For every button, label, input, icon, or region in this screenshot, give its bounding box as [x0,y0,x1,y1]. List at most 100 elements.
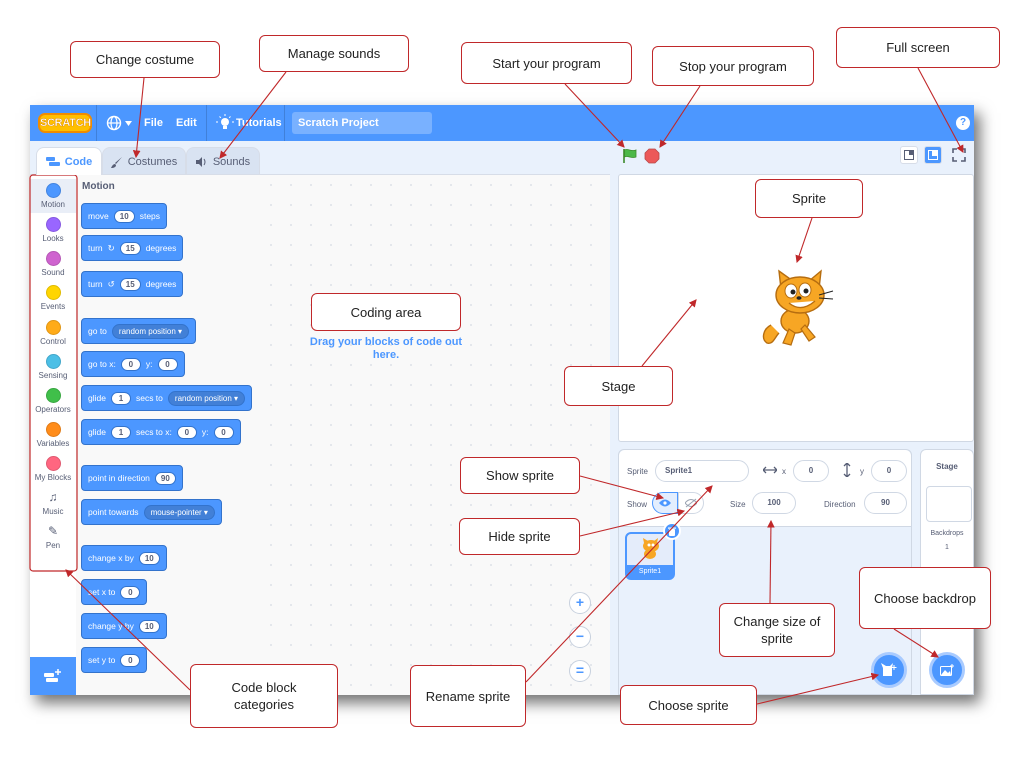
block-input[interactable]: 15 [119,277,141,291]
block-input[interactable]: 10 [138,551,160,565]
fullscreen-button[interactable] [950,146,968,164]
stage-pane-title: Stage [936,462,958,471]
backdrop-thumbnail[interactable] [926,486,972,522]
category-looks[interactable]: Looks [30,213,76,247]
choose-sprite-button[interactable] [871,652,907,688]
category-music[interactable]: ♫Music [30,486,76,520]
callout-full-screen: Full screen [836,27,1000,68]
block-input[interactable]: 0 [120,585,141,599]
category-color-dot [45,456,61,471]
blocks-list: Motion move 10 steps turn ↻ 15 degrees t… [76,175,261,695]
code-area[interactable]: + − = [261,174,610,695]
category-color-dot [45,320,61,335]
block-input[interactable]: 10 [113,209,135,223]
pen-icon: ✎ [47,524,59,538]
category-pen[interactable]: ✎Pen [30,520,76,554]
block-change-y[interactable]: change y by 10 [81,613,167,639]
brush-icon [110,156,122,168]
tab-code[interactable]: Code [36,147,102,175]
tab-sounds[interactable]: Sounds [186,147,260,175]
category-operators[interactable]: Operators [30,384,76,418]
callout-start-program: Start your program [461,42,632,84]
block-glide-xy[interactable]: glide 1 secs to x: 0 y: 0 [81,419,241,445]
block-turn-right[interactable]: turn ↻ 15 degrees [81,235,184,261]
block-go-to-xy[interactable]: go to x: 0 y: 0 [81,351,185,377]
block-set-x[interactable]: set x to 0 [81,579,148,605]
y-label: y [860,467,864,476]
block-text: secs to [135,393,163,403]
block-input[interactable]: 0 [213,425,234,439]
block-input[interactable]: 0 [176,425,197,439]
y-input[interactable]: 0 [871,460,907,482]
sprite-name-input[interactable]: Sprite1 [655,460,749,482]
block-text: go to x: [88,359,116,369]
zoom-out-button[interactable]: − [569,626,591,648]
sprite-info-panel: Sprite Sprite1 x 0 y 0 Show Size 100 Dir… [619,450,911,527]
block-glide-to[interactable]: glide 1 secs to random position ▾ [81,385,253,411]
project-title-input[interactable]: Scratch Project [292,112,432,134]
stop-icon[interactable] [644,148,660,164]
zoom-in-button[interactable]: + [569,592,591,614]
block-input[interactable]: 1 [110,391,131,405]
block-move-steps[interactable]: move 10 steps [81,203,168,229]
category-sound[interactable]: Sound [30,247,76,281]
menu-edit[interactable]: Edit [176,117,197,129]
category-color-dot [45,251,61,266]
normal-stage-button[interactable] [924,146,942,164]
block-dropdown[interactable]: mouse-pointer ▾ [143,504,215,520]
menu-file[interactable]: File [144,117,163,129]
callout-sprite: Sprite [755,179,863,218]
direction-input[interactable]: 90 [864,492,907,514]
category-events[interactable]: Events [30,281,76,315]
choose-backdrop-button[interactable] [929,652,965,688]
green-flag-icon[interactable] [622,148,638,164]
block-turn-left[interactable]: turn ↺ 15 degrees [81,271,184,297]
globe-icon[interactable] [106,115,122,131]
category-color-dot [45,422,61,437]
hide-sprite-button[interactable] [678,492,704,514]
small-stage-button[interactable] [900,146,918,164]
backdrops-count: 1 [945,544,949,551]
block-go-to[interactable]: go to random position ▾ [81,318,197,344]
rotate-left-icon: ↺ [107,278,115,289]
tab-costumes[interactable]: Costumes [102,147,186,175]
show-sprite-button[interactable] [652,492,678,514]
category-control[interactable]: Control [30,316,76,350]
block-set-y[interactable]: set y to 0 [81,647,148,673]
block-point-towards[interactable]: point towards mouse-pointer ▾ [81,499,222,525]
zoom-reset-button[interactable]: = [569,660,591,682]
block-input[interactable]: 0 [120,653,141,667]
stage[interactable] [618,174,974,442]
size-input[interactable]: 100 [752,492,796,514]
tab-code-label: Code [64,155,93,168]
category-sensing[interactable]: Sensing [30,350,76,384]
x-input[interactable]: 0 [793,460,829,482]
block-text: point in direction [88,473,150,483]
cat-sprite-icon[interactable] [759,267,835,347]
block-text: set y to [88,655,116,665]
block-dropdown[interactable]: random position ▾ [167,390,246,406]
delete-sprite-button[interactable] [663,522,681,540]
block-input[interactable]: 0 [157,357,178,371]
block-input[interactable]: 15 [119,241,141,255]
block-change-x[interactable]: change x by 10 [81,545,167,571]
block-dropdown[interactable]: random position ▾ [111,323,190,339]
block-input[interactable]: 10 [138,619,160,633]
block-input[interactable]: 1 [110,425,131,439]
show-label: Show [627,500,648,509]
category-variables[interactable]: Variables [30,418,76,452]
block-text: steps [139,211,161,221]
block-point-direction[interactable]: point in direction 90 [81,465,183,491]
scratch-logo[interactable]: SCRATCH [38,113,92,133]
category-my-blocks[interactable]: My Blocks [30,452,76,486]
help-button[interactable]: ? [956,116,970,130]
block-input[interactable]: 0 [120,357,141,371]
add-extension-button[interactable] [30,657,76,695]
block-text: turn [88,279,103,289]
block-input[interactable]: 90 [154,471,176,485]
category-label: Music [42,507,64,516]
category-motion[interactable]: Motion [30,179,76,213]
callout-choose-sprite: Choose sprite [620,685,757,725]
menu-tutorials[interactable]: Tutorials [236,117,282,129]
